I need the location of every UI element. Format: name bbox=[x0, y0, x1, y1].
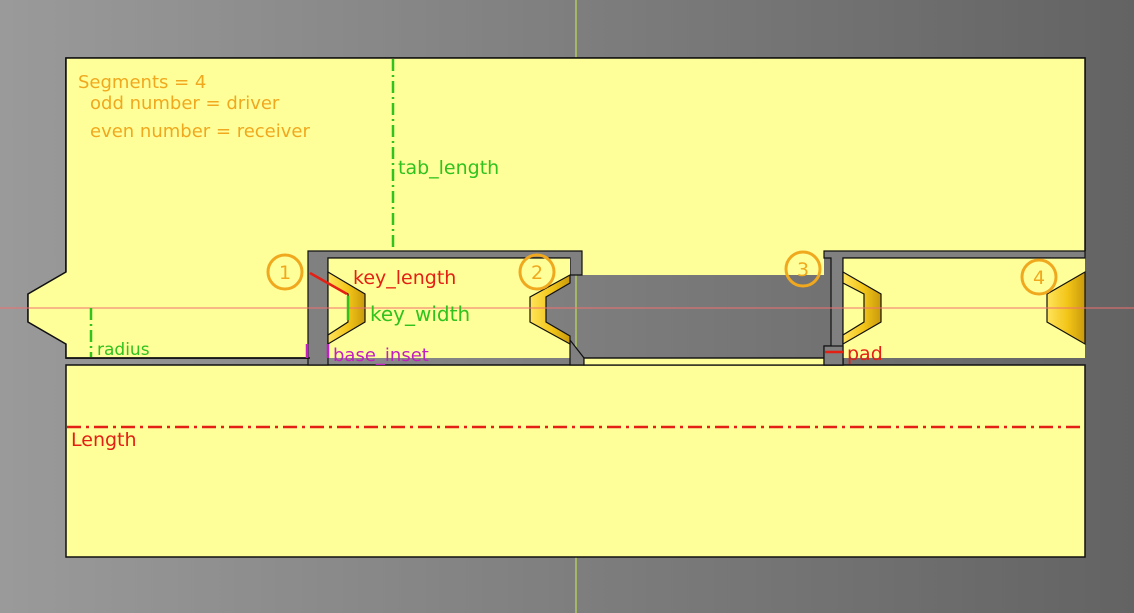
left-notch bbox=[28, 251, 310, 358]
radius-label: radius bbox=[97, 340, 150, 360]
bottom-tab-1[interactable] bbox=[583, 357, 844, 366]
svg-text:1: 1 bbox=[279, 262, 291, 284]
pad-block bbox=[823, 345, 844, 366]
key-length-label: key_length bbox=[353, 267, 456, 289]
slot-1-pocket-outline bbox=[327, 257, 570, 358]
svg-text:2: 2 bbox=[531, 262, 543, 284]
segments-note: Segments = 4 bbox=[78, 72, 206, 93]
top-outline-redraw bbox=[65, 57, 1086, 251]
svg-text:4: 4 bbox=[1033, 267, 1045, 289]
marker-2: 2 bbox=[518, 253, 556, 291]
tab-length-label: tab_length bbox=[398, 157, 499, 179]
key-length-dimension bbox=[309, 271, 348, 296]
svg-text:3: 3 bbox=[797, 259, 809, 281]
marker-3: 3 bbox=[784, 250, 822, 288]
slot-1-pocket bbox=[328, 258, 583, 365]
pad-label: pad bbox=[847, 343, 883, 365]
top-fill-mid bbox=[66, 58, 1085, 251]
key-2[interactable] bbox=[529, 273, 571, 346]
marker-4: 4 bbox=[1020, 258, 1058, 296]
slot-2-pocket-outline bbox=[842, 257, 1085, 358]
even-note: even number = receiver bbox=[90, 121, 310, 142]
odd-note: odd number = driver bbox=[90, 93, 280, 114]
bottom-body[interactable] bbox=[65, 364, 1086, 558]
length-label: Length bbox=[71, 429, 137, 451]
base-inset-label: base_inset bbox=[333, 345, 429, 366]
key-width-label: key_width bbox=[370, 302, 470, 326]
marker-1: 1 bbox=[266, 253, 304, 291]
key-3[interactable] bbox=[842, 270, 882, 346]
